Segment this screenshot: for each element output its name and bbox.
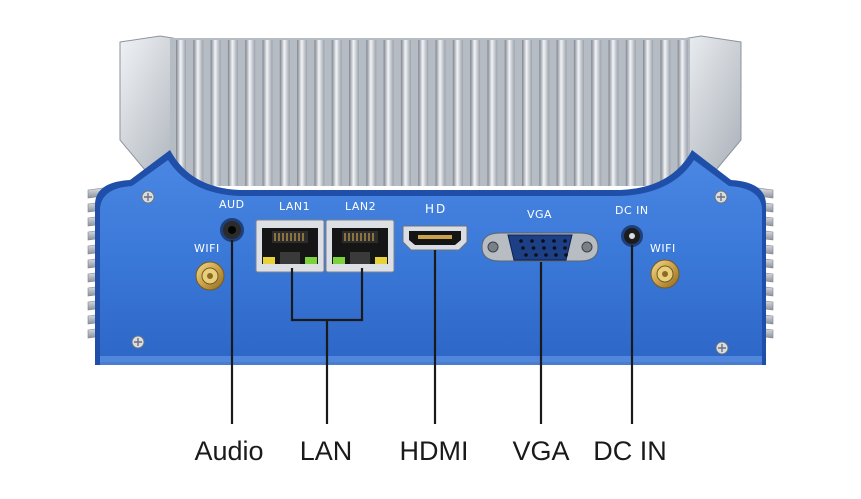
heatsink-fin	[400, 40, 411, 186]
port-label-lan2: LAN2	[345, 200, 376, 213]
port-label-lan1: LAN1	[279, 200, 310, 213]
callout-label-lan: LAN	[299, 436, 353, 466]
heatsink-fin	[452, 40, 463, 186]
heatsink-fin	[279, 40, 290, 186]
heatsink-fin	[227, 40, 238, 186]
vga-pin	[530, 239, 534, 243]
heatsink-fin	[366, 40, 377, 186]
hdmi-port-icon	[402, 225, 468, 251]
port-label-wifi-left: WIFI	[194, 242, 220, 255]
antenna-connector-icon	[195, 261, 225, 291]
heatsink-fin	[470, 40, 481, 186]
vga-pin	[552, 239, 556, 243]
heatsink-fin	[677, 40, 688, 186]
vga-pin	[563, 246, 567, 250]
heatsink-fin	[487, 40, 498, 186]
vga-pin	[554, 253, 558, 257]
heatsink-fin	[383, 40, 394, 186]
vga-pin	[544, 253, 548, 257]
vga-pin	[521, 246, 525, 250]
rj45-port-icon	[255, 219, 325, 273]
vga-pin	[564, 253, 568, 257]
heatsink-fin	[539, 40, 550, 186]
heatsink-fin	[245, 40, 256, 186]
heatsink-fin	[314, 40, 325, 186]
port-label-wifi-right: WIFI	[650, 242, 676, 255]
audio-jack-icon	[220, 218, 244, 242]
heatsink-fin	[297, 40, 308, 186]
callout-line-lan	[290, 268, 364, 424]
heatsink-fin	[418, 40, 429, 186]
callout-label-vga: VGA	[512, 436, 570, 466]
vga-port-icon	[481, 232, 599, 262]
dc-jack-icon	[621, 225, 643, 247]
vga-pin	[542, 246, 546, 250]
heatsink-fin	[573, 40, 584, 186]
port-label-dc-in: DC IN	[615, 204, 649, 217]
heatsink-fin	[504, 40, 515, 186]
heatsink-top	[119, 35, 742, 186]
vga-pin	[563, 239, 567, 243]
vga-pin	[541, 239, 545, 243]
heatsink-fin	[660, 40, 671, 186]
vga-pin	[534, 253, 538, 257]
vga-pin	[519, 239, 523, 243]
rear-panel	[95, 150, 766, 365]
port-label-aud: AUD	[219, 198, 245, 211]
heatsink-fin	[262, 40, 273, 186]
screw-icon	[141, 190, 155, 204]
callout-label-audio: Audio	[194, 436, 264, 466]
heatsink-fin	[625, 40, 636, 186]
screw-icon	[131, 335, 145, 349]
callout-label-hdmi: HDMI	[399, 436, 469, 466]
antenna-connector-icon	[650, 259, 680, 289]
heatsink-fin	[349, 40, 359, 186]
heatsink-fin	[435, 40, 446, 186]
heatsink-fin	[331, 40, 342, 186]
heatsink-fin	[608, 40, 619, 186]
vga-pin	[552, 246, 557, 250]
heatsink-fin	[643, 40, 654, 186]
rj45-port-icon	[325, 219, 395, 273]
callout-lines	[230, 240, 634, 424]
vga-pin	[524, 253, 528, 257]
vga-pin	[531, 246, 536, 250]
heatsink-fin	[591, 40, 602, 186]
heatsink-fin	[193, 40, 204, 186]
screw-icon	[714, 190, 728, 204]
heatsink-fin	[556, 40, 567, 186]
heatsink-fins	[176, 40, 688, 186]
screw-icon	[715, 341, 729, 355]
heatsink-fin	[522, 40, 532, 186]
heatsink-fin	[176, 40, 186, 186]
port-label-hd: HD	[425, 202, 447, 216]
heatsink-fin	[210, 40, 221, 186]
callout-label-dc-in: DC IN	[593, 436, 667, 466]
port-label-vga: VGA	[527, 208, 552, 221]
